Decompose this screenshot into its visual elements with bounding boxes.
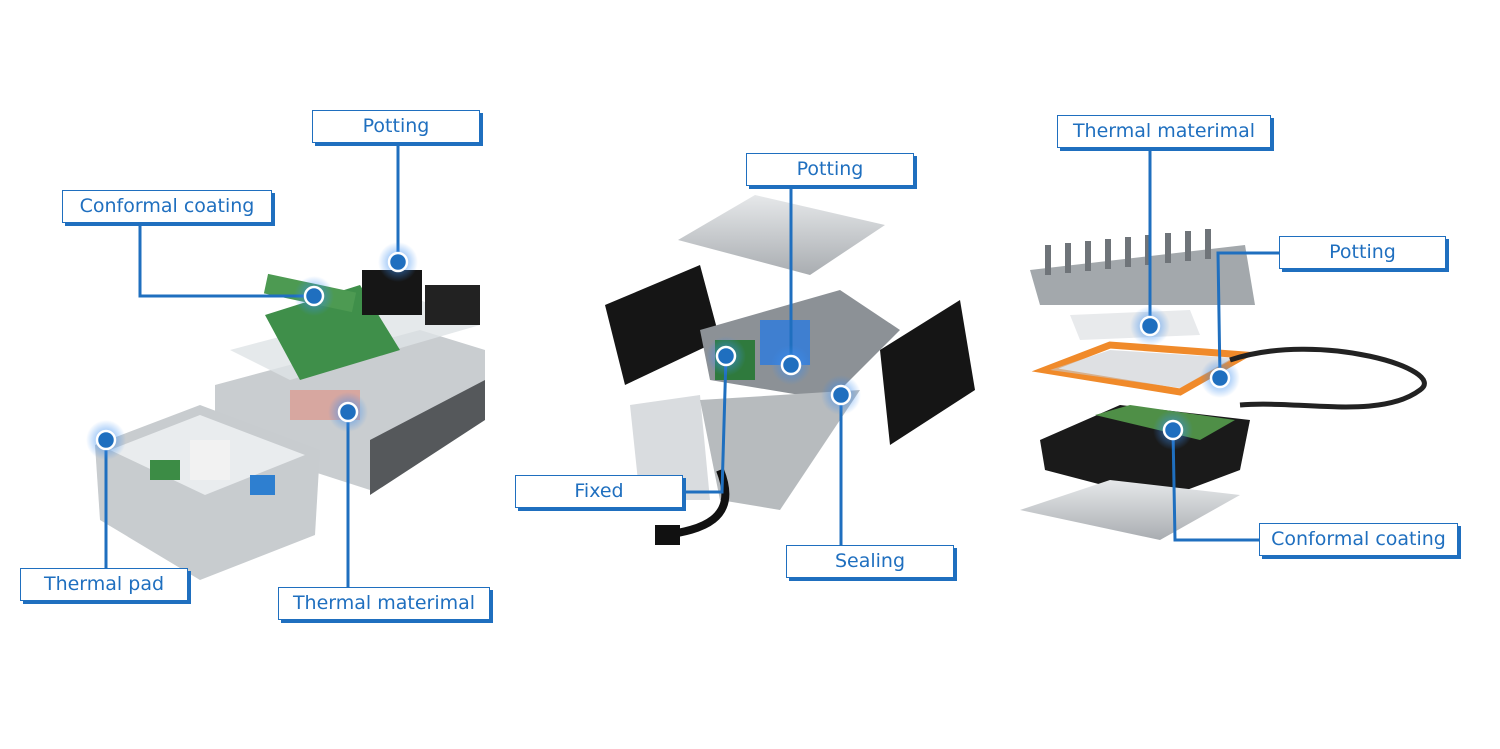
- hotspot-marker: [1153, 410, 1193, 450]
- hotspot-marker: [706, 336, 746, 376]
- hotspot-marker: [821, 375, 861, 415]
- label-potting: Potting: [746, 153, 914, 186]
- hotspot-marker: [328, 392, 368, 432]
- hotspot-marker: [1130, 306, 1170, 346]
- label-thermal-pad: Thermal pad: [20, 568, 188, 601]
- hotspot-marker: [771, 345, 811, 385]
- power-module-product: [605, 195, 975, 545]
- label-fixed: Fixed: [515, 475, 683, 508]
- hotspot-marker: [294, 276, 334, 316]
- hotspots: [86, 242, 1240, 460]
- label-potting: Potting: [312, 110, 480, 143]
- hotspot-marker: [378, 242, 418, 282]
- label-conformal-coating: Conformal coating: [62, 190, 272, 223]
- leader-lines: [104, 145, 1279, 587]
- label-sealing: Sealing: [786, 545, 954, 578]
- label-conformal-coating: Conformal coating: [1259, 523, 1458, 556]
- label-thermal-material: Thermal materimal: [278, 587, 490, 620]
- label-potting: Potting: [1279, 236, 1446, 269]
- hotspot-marker: [86, 420, 126, 460]
- label-thermal-material: Thermal materimal: [1057, 115, 1271, 148]
- junction-box-product: [95, 270, 485, 580]
- hotspot-marker: [1200, 358, 1240, 398]
